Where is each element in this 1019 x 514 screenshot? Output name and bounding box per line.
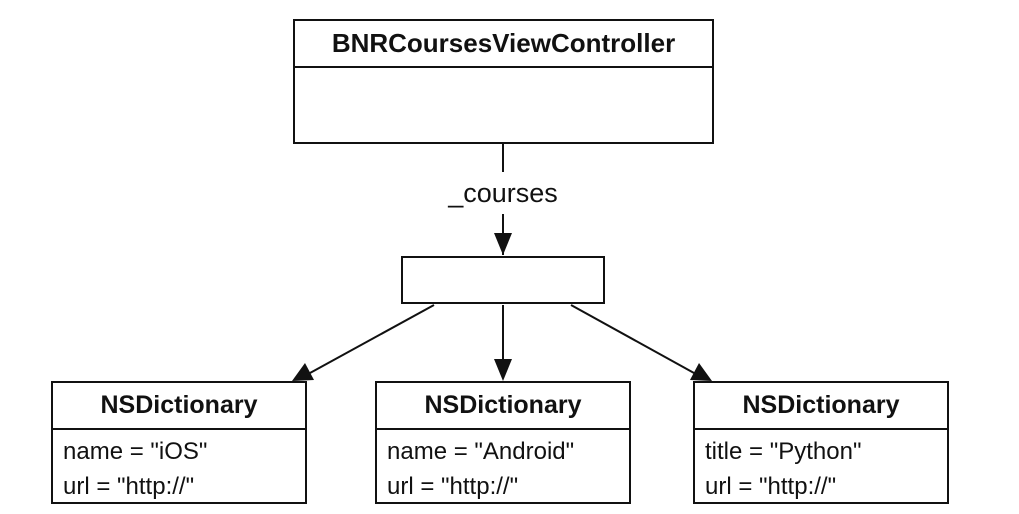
dictionary-property: url = "http://": [387, 473, 519, 500]
courses-array-box: [401, 256, 605, 304]
arrowhead-dict-3: [690, 363, 712, 381]
dictionary-property: url = "http://": [63, 473, 195, 500]
dictionary-title: NSDictionary: [377, 383, 629, 430]
dictionary-properties: name = "iOS" url = "http://": [53, 430, 305, 504]
dictionary-title: NSDictionary: [53, 383, 305, 430]
courses-arrowhead: [494, 233, 512, 255]
arrowhead-dict-2: [494, 359, 512, 381]
dictionary-box-1: NSDictionary name = "iOS" url = "http://…: [51, 381, 307, 504]
courses-relation-label: _courses: [436, 176, 570, 210]
dictionary-title: NSDictionary: [695, 383, 947, 430]
controller-object-box: BNRCoursesViewController: [293, 19, 714, 144]
dictionary-box-3: NSDictionary title = "Python" url = "htt…: [693, 381, 949, 504]
controller-title: BNRCoursesViewController: [295, 21, 712, 68]
dictionary-properties: name = "Android" url = "http://": [377, 430, 629, 504]
arrow-to-dict-3: [570, 304, 695, 374]
dictionary-property: url = "http://": [705, 473, 837, 500]
dictionary-box-2: NSDictionary name = "Android" url = "htt…: [375, 381, 631, 504]
dictionary-property: title = "Python": [705, 438, 862, 465]
dictionary-properties: title = "Python" url = "http://": [695, 430, 947, 504]
dictionary-property: name = "Android": [387, 438, 575, 465]
dictionary-property: name = "iOS": [63, 438, 208, 465]
arrowhead-dict-1: [292, 363, 314, 381]
arrow-to-dict-1: [309, 304, 435, 374]
